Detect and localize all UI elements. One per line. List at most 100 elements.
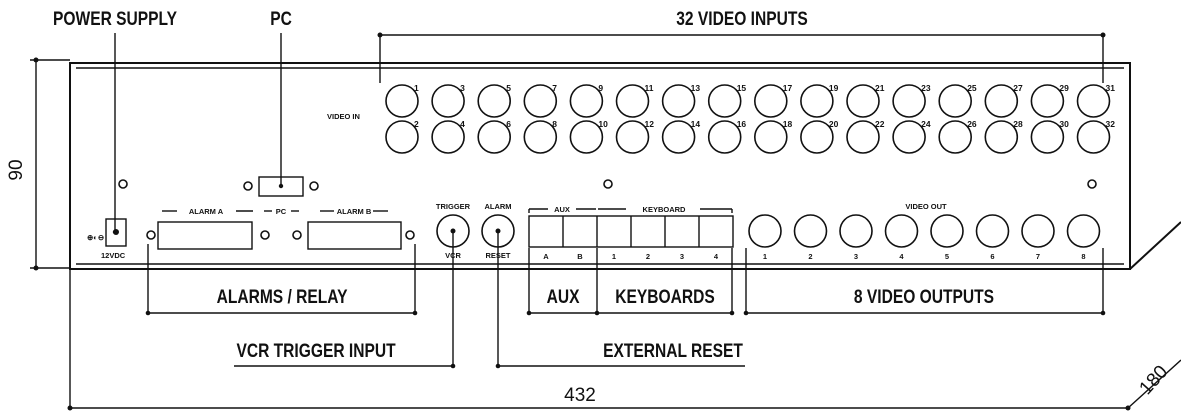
video-input-number: 12 [645, 119, 655, 129]
power-connector-label: 12VDC [101, 251, 126, 260]
video-output-connector [975, 214, 1010, 248]
video-input-connector [615, 120, 650, 154]
callout-aux-keyboards: AUX KEYBOARDS [526, 248, 735, 316]
dimension-height: 90 [6, 57, 70, 271]
video-input-connector [431, 120, 465, 154]
video-output-connector [884, 214, 919, 248]
video-input-number: 11 [645, 83, 654, 93]
video-input-number: 2 [414, 119, 419, 129]
callout-vcr-trigger-label: VCR TRIGGER INPUT [236, 340, 395, 362]
video-input-number: 10 [598, 119, 608, 129]
video-input-number: 25 [967, 83, 977, 93]
video-input-connector [892, 84, 926, 118]
video-output-number: 7 [1036, 252, 1040, 261]
port-label-a: A [543, 252, 549, 261]
callout-video-outputs: 8 VIDEO OUTPUTS [743, 248, 1106, 316]
video-input-connector [569, 84, 604, 118]
video-input-connector [569, 120, 604, 154]
video-input-number: 28 [1013, 119, 1023, 129]
port-label-2: 2 [646, 252, 650, 261]
aux-keyboard-ports: AUX KEYBOARD A B 1 2 3 4 [528, 205, 734, 261]
power-connector: ⊕◐⊖ 12VDC [87, 218, 127, 260]
callout-external-reset: EXTERNAL RESET [495, 231, 745, 369]
video-input-connector [753, 84, 788, 118]
video-output-number: 2 [808, 252, 812, 261]
keyboard-block-label: KEYBOARD [643, 205, 687, 214]
video-input-connector [707, 84, 742, 118]
video-input-connector [477, 84, 512, 118]
video-output-connector [839, 214, 873, 248]
video-output-number: 4 [899, 252, 904, 261]
video-input-connector [846, 120, 880, 154]
mount-hole-right [1087, 179, 1097, 189]
video-output-connector [1066, 214, 1101, 248]
port-label-4: 4 [714, 252, 719, 261]
video-input-connector [385, 120, 419, 154]
video-input-number: 22 [875, 119, 885, 129]
video-output-connector [930, 214, 964, 248]
video-output-number: 5 [945, 252, 949, 261]
alarm-b-label: ALARM B [337, 207, 372, 216]
video-input-connector [523, 120, 558, 154]
video-input-connector [938, 120, 973, 154]
video-input-connector [753, 120, 788, 154]
video-input-number: 15 [737, 83, 747, 93]
video-input-connector [707, 120, 742, 154]
video-input-connector [1076, 84, 1111, 118]
video-input-number: 31 [1106, 83, 1116, 93]
video-input-connector [800, 84, 834, 118]
dimension-depth: 180 [1127, 359, 1181, 409]
video-input-number: 32 [1106, 119, 1116, 129]
video-input-number: 29 [1059, 83, 1069, 93]
video-output-connector [1021, 214, 1055, 248]
video-input-number: 13 [691, 83, 701, 93]
callout-video-inputs-label: 32 VIDEO INPUTS [676, 8, 807, 30]
mount-hole-left [118, 179, 128, 189]
pc-label: PC [276, 207, 287, 216]
depth-edge [1129, 221, 1181, 270]
rear-panel-outline [69, 62, 1131, 270]
video-input-number: 1 [414, 83, 419, 93]
video-input-number: 5 [506, 83, 511, 93]
video-input-number: 6 [506, 119, 511, 129]
video-input-connector [1030, 120, 1065, 154]
alarm-a-label: ALARM A [189, 207, 224, 216]
callout-power-supply-label: POWER SUPPLY [53, 8, 177, 30]
callout-keyboards-label: KEYBOARDS [615, 286, 714, 308]
video-input-number: 24 [921, 119, 931, 129]
dimension-width-value: 432 [564, 385, 596, 406]
video-output-number: 6 [990, 252, 994, 261]
video-input-connector [1076, 120, 1111, 154]
video-output-number: 1 [763, 252, 767, 261]
callout-video-inputs: 32 VIDEO INPUTS [377, 8, 1106, 83]
video-input-connector [800, 120, 834, 154]
video-input-connector [846, 84, 880, 118]
video-input-number: 3 [460, 83, 465, 93]
dimension-depth-value: 180 [1136, 362, 1173, 400]
video-out-label: VIDEO OUT [905, 202, 947, 211]
mount-hole-center [603, 179, 613, 189]
video-input-number: 23 [921, 83, 931, 93]
alarm-b-connector: ALARM B [292, 207, 415, 250]
video-output-number: 8 [1081, 252, 1085, 261]
video-input-connector [661, 84, 696, 118]
video-input-number: 27 [1013, 83, 1023, 93]
video-input-connector [892, 120, 926, 154]
video-outputs-row: 1 2 3 4 5 6 7 8 [748, 214, 1101, 261]
video-input-number: 9 [598, 83, 603, 93]
alarm-a-connector: ALARM A [146, 207, 270, 250]
video-input-connector [477, 120, 512, 154]
video-input-number: 18 [783, 119, 793, 129]
video-input-connector [385, 84, 419, 118]
video-output-connector [748, 214, 782, 248]
video-output-number: 3 [854, 252, 858, 261]
video-output-connector [793, 214, 828, 248]
video-input-number: 16 [737, 119, 747, 129]
video-input-connector [523, 84, 558, 118]
polarity-icon: ⊕◐⊖ [87, 233, 105, 242]
video-input-connector [984, 120, 1019, 154]
video-input-number: 14 [691, 119, 701, 129]
video-input-number: 4 [460, 119, 465, 129]
